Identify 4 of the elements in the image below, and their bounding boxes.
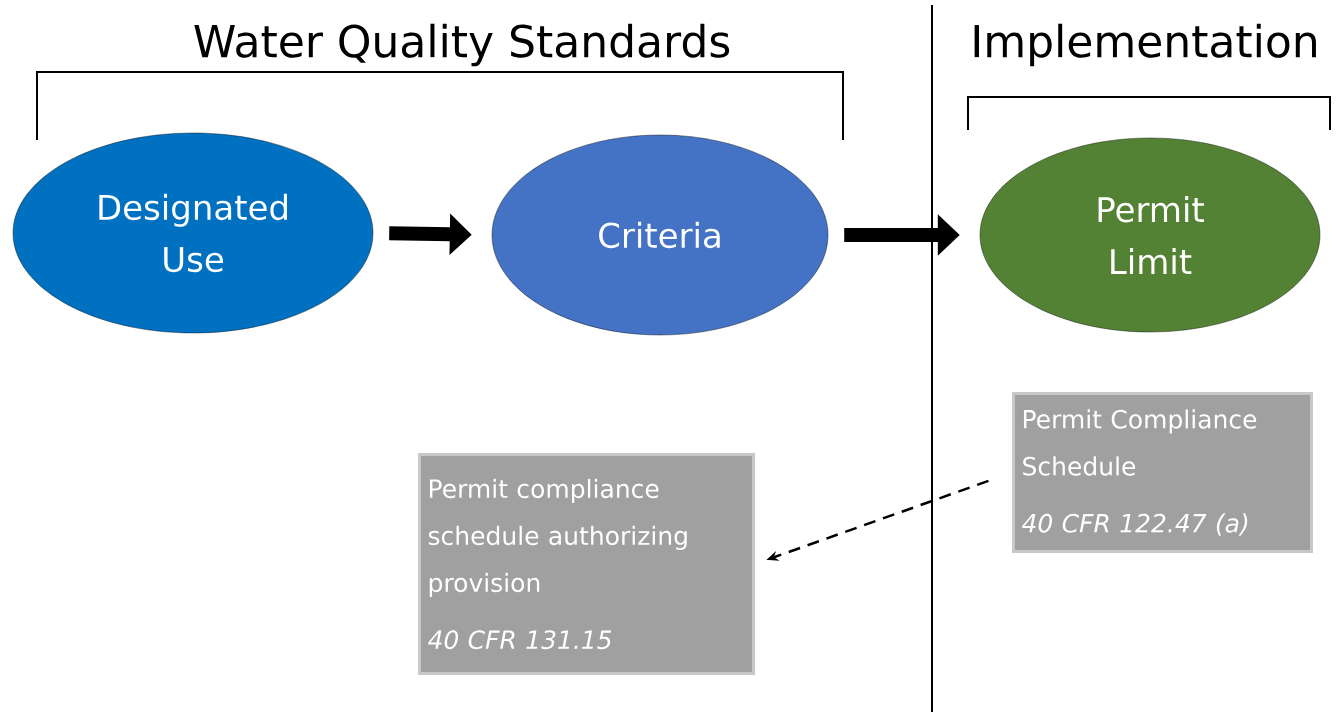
heading: Water Quality Standards — [194, 23, 730, 67]
heading: Implementation — [974, 23, 1316, 67]
text-box: Permit compliance schedule authorizing provision 40 CFR 131.15 — [418, 453, 755, 675]
text-box: Permit Compliance Schedule 40 CFR 122.47 (a) — [1012, 392, 1313, 553]
